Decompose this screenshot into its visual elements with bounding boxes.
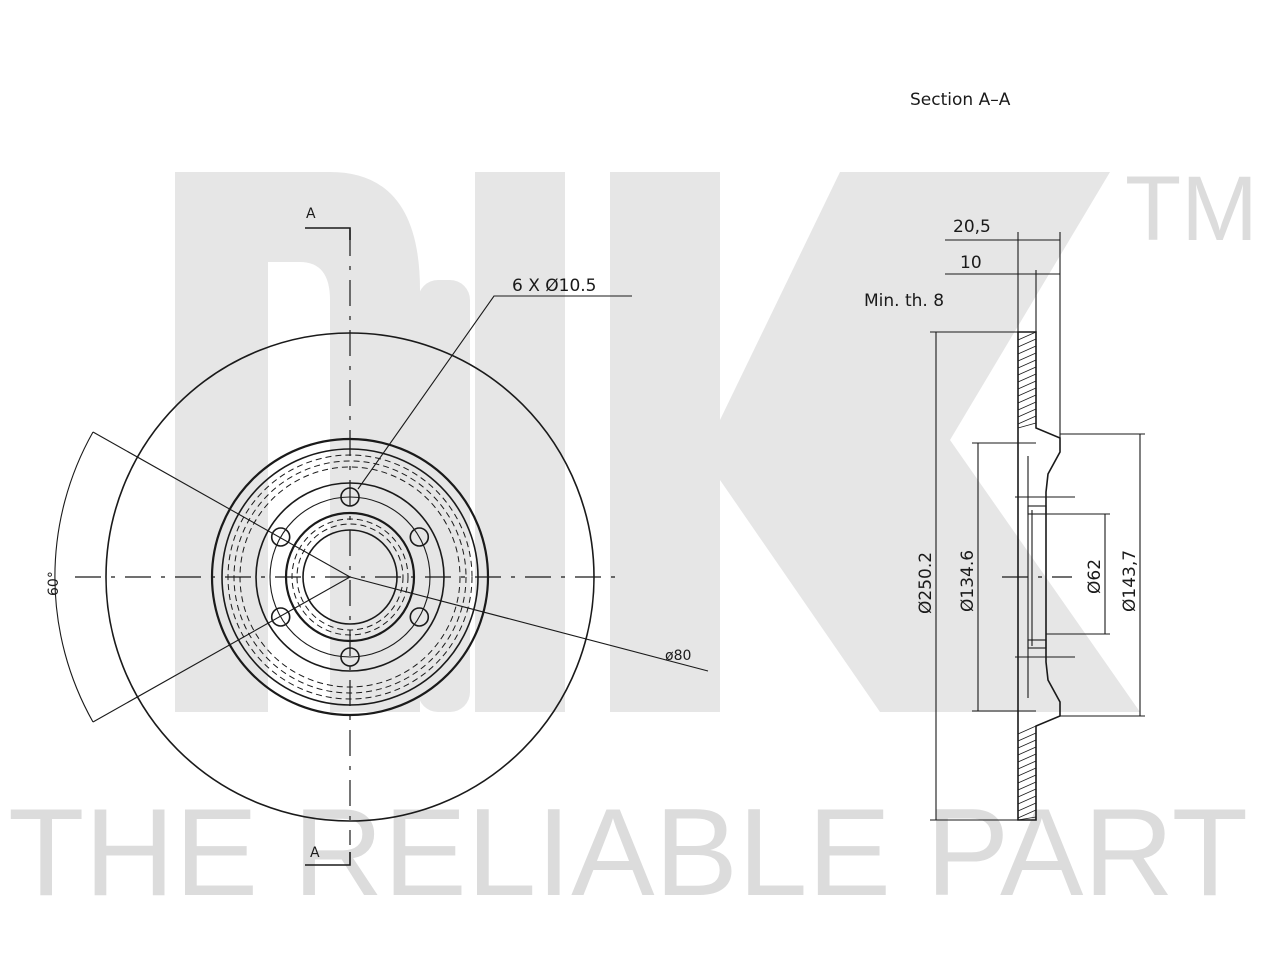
- hatch-line: [1017, 739, 1037, 749]
- hatch-line: [1017, 408, 1037, 418]
- bore-step-top: [1027, 505, 1047, 515]
- hatch-line: [1017, 338, 1037, 348]
- section-mark-top: [305, 227, 351, 240]
- bolt-hole: [409, 527, 430, 547]
- hatch-line: [1017, 366, 1037, 376]
- hatch-line: [1017, 373, 1037, 383]
- hatch-line: [1017, 331, 1037, 341]
- angle-leg-lower: [92, 576, 351, 723]
- dim-center-bore: Ø62: [1085, 559, 1105, 594]
- section-mark-top-label: A: [306, 206, 316, 222]
- hatch-line: [1017, 401, 1037, 411]
- hatch-line: [1017, 345, 1037, 355]
- hatch-line: [1017, 422, 1037, 429]
- dim-inner-diameter: Ø134.6: [958, 550, 978, 612]
- section-mark-bottom-label: A: [310, 845, 320, 861]
- bolt-hole: [409, 607, 430, 627]
- hatch-line: [1017, 760, 1037, 770]
- dim-hub-width: 10: [960, 253, 982, 273]
- hatch-line: [1017, 795, 1037, 805]
- bolt-hole-label: 6 X Ø10.5: [512, 276, 597, 296]
- hatch-line: [1017, 753, 1037, 763]
- pcd-label: ø80: [665, 648, 691, 664]
- hatch-line: [1017, 394, 1037, 404]
- hatch-line: [1017, 746, 1037, 756]
- dim-total-width: 20,5: [953, 217, 991, 237]
- slogan-watermark: THE RELIABLE PART: [8, 784, 1248, 922]
- hatch-line: [1017, 809, 1037, 819]
- dim-outer-diameter: Ø250.2: [916, 552, 936, 614]
- angle-leg-upper: [92, 431, 351, 578]
- pcd-leader: [349, 576, 709, 672]
- hatch-line: [1017, 788, 1037, 798]
- angle-arc: [54, 431, 94, 723]
- hatch-line: [1017, 380, 1037, 390]
- hatch-line: [1017, 774, 1037, 784]
- hatch-line: [1017, 767, 1037, 777]
- hatch-line: [1017, 725, 1037, 735]
- hatch-line: [1017, 802, 1037, 812]
- section-hatching: [1017, 331, 1037, 821]
- section-mark-bottom: [305, 852, 351, 866]
- hatch-line: [1017, 732, 1037, 742]
- section-profile: [1017, 331, 1061, 821]
- hatch-line: [1017, 781, 1037, 791]
- section-title: Section A–A: [910, 90, 1011, 110]
- hatch-line: [1017, 415, 1037, 425]
- section-view: Section A–A 20,5 10 Min. th. 8 Ø250.2 Ø1…: [864, 90, 1145, 821]
- min-thickness: Min. th. 8: [864, 291, 944, 311]
- hatch-line: [1017, 387, 1037, 397]
- front-view: A A 6 X Ø10.5 60° ø80: [46, 206, 709, 866]
- angle-label: 60°: [46, 571, 62, 596]
- bolt-hole: [270, 527, 291, 547]
- bore-step-bottom: [1027, 639, 1047, 649]
- bolt-hole-leader: [357, 295, 632, 490]
- trademark-watermark: TM: [1125, 158, 1258, 260]
- dim-hat-diameter: Ø143,7: [1120, 550, 1140, 612]
- hatch-line: [1017, 359, 1037, 369]
- bolt-hole: [270, 607, 291, 627]
- hatch-line: [1017, 352, 1037, 362]
- hatch-line: [1017, 816, 1037, 821]
